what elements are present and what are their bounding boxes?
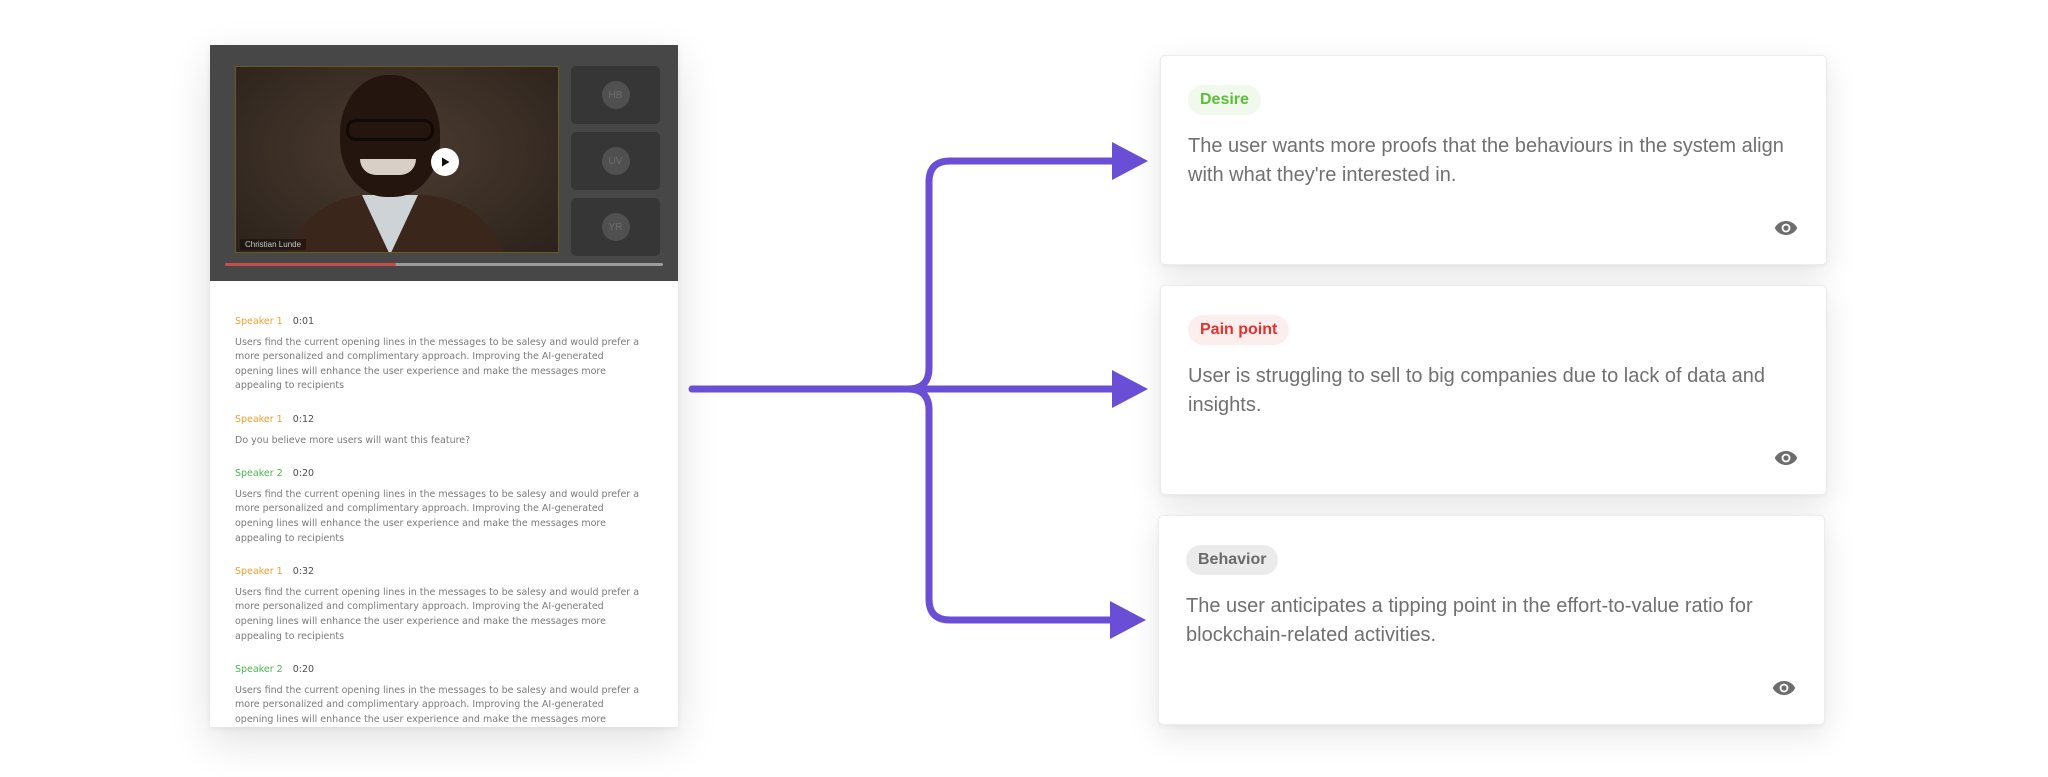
insight-text: The user wants more proofs that the beha… xyxy=(1188,135,1784,186)
participant-smile xyxy=(360,159,416,175)
eye-icon[interactable] xyxy=(1774,220,1798,236)
tag-desire: Desire xyxy=(1188,85,1261,115)
speaker-name: Speaker 1 xyxy=(235,566,283,578)
participant-thumbnails: HB UV YR xyxy=(571,66,660,264)
video-progress-fill xyxy=(225,263,396,266)
arrowhead-pain-point xyxy=(1112,370,1148,408)
main-speaker-name: Christian Lunde xyxy=(240,239,307,250)
video-player: Christian Lunde HB UV YR xyxy=(210,45,678,281)
participant-thumb[interactable]: YR xyxy=(571,198,660,256)
participant-thumb[interactable]: HB xyxy=(571,66,660,124)
speaker-name: Speaker 1 xyxy=(235,413,283,425)
video-progress-bar[interactable] xyxy=(225,263,663,266)
main-video-tile[interactable]: Christian Lunde xyxy=(235,66,559,253)
eye-icon[interactable] xyxy=(1772,680,1796,696)
tag-pain-point: Pain point xyxy=(1188,315,1290,345)
play-button[interactable] xyxy=(431,148,459,176)
speaker-name: Speaker 1 xyxy=(235,316,283,327)
participant-avatar: UV xyxy=(601,147,630,175)
eye-icon[interactable] xyxy=(1774,450,1798,466)
participant-avatar: YR xyxy=(601,213,630,241)
arrow-branch-bottom xyxy=(904,385,1119,624)
arrowhead-desire xyxy=(1112,142,1148,180)
transcript-entry-header: Speaker 1 0:32 xyxy=(235,565,645,580)
transcript-text: Users find the current opening lines in … xyxy=(235,684,640,725)
transcript-entry[interactable]: Speaker 1 0:12 Do you believe more users w… xyxy=(235,413,645,448)
transcript-entry-header: Speaker 2 0:20 xyxy=(235,467,645,482)
timestamp[interactable]: 0:20 xyxy=(292,664,315,676)
timestamp[interactable]: 0:01 xyxy=(292,316,315,327)
transcript-entry-header: Speaker 1 0:12 xyxy=(235,413,645,428)
transcript-entry-header: Speaker 1 0:01 xyxy=(235,315,645,330)
timestamp[interactable]: 0:12 xyxy=(292,413,315,425)
tag-behavior: Behavior xyxy=(1186,545,1279,575)
transcript-entry-header: Speaker 2 0:20 xyxy=(235,663,645,678)
transcript-text: Do you believe more users will want this… xyxy=(235,434,471,446)
speaker-name: Speaker 2 xyxy=(235,468,283,480)
arrow-branch-top xyxy=(904,157,1121,393)
arrowhead-behavior xyxy=(1110,601,1146,639)
participant-thumb[interactable]: UV xyxy=(571,132,660,190)
timestamp[interactable]: 0:20 xyxy=(292,468,315,480)
timestamp[interactable]: 0:32 xyxy=(292,566,315,578)
participant-avatar: HB xyxy=(601,81,630,109)
insight-text: User is struggling to sell to big compan… xyxy=(1188,365,1765,416)
insight-card-behavior[interactable]: Behavior The user anticipates a tipping … xyxy=(1158,515,1825,725)
insight-card-desire[interactable]: Desire The user wants more proofs that t… xyxy=(1160,55,1827,265)
participant-glasses xyxy=(346,119,434,141)
play-icon xyxy=(442,157,450,167)
insight-text: The user anticipates a tipping point in … xyxy=(1186,595,1753,646)
speaker-name: Speaker 2 xyxy=(235,664,283,676)
transcript-text: Users find the current opening lines in … xyxy=(235,488,640,544)
transcript-text: Users find the current opening lines in … xyxy=(235,336,640,392)
insight-card-pain-point[interactable]: Pain point User is struggling to sell to… xyxy=(1160,285,1827,495)
participant-face xyxy=(340,75,440,197)
transcript-text: Users find the current opening lines in … xyxy=(235,586,640,642)
